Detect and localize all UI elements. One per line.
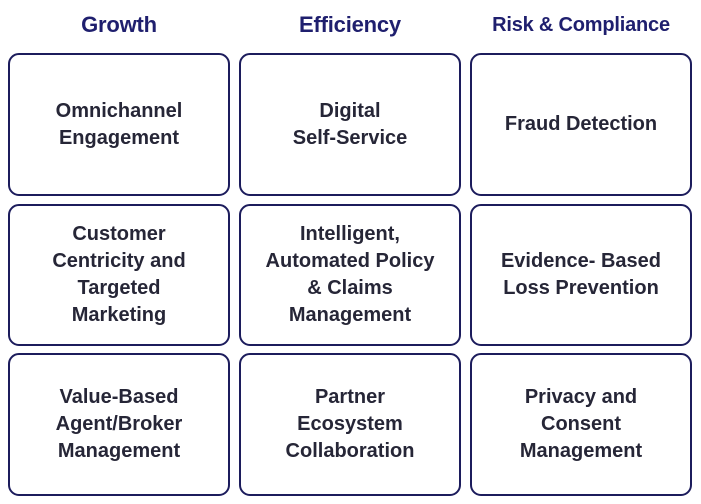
- card-label: Digital Self-Service: [292, 99, 408, 149]
- column-header-growth: Growth: [81, 12, 157, 37]
- column-header-efficiency: Efficiency: [299, 12, 401, 37]
- card-value-based-agent-broker: Value-Based Agent/Broker Management: [8, 353, 230, 496]
- column-header-risk-compliance: Risk & Compliance: [492, 13, 670, 36]
- card-label: Fraud Detection: [504, 113, 658, 135]
- card-customer-centricity: Customer Centricity and Targeted Marketi…: [8, 204, 230, 346]
- card-intelligent-automated-policy: Intelligent, Automated Policy & Claims M…: [239, 204, 461, 346]
- card-label: Customer Centricity and Targeted Marketi…: [52, 223, 186, 326]
- card-label: Intelligent, Automated Policy & Claims M…: [265, 223, 435, 326]
- card-privacy-consent: Privacy and Consent Management: [470, 353, 692, 496]
- card-label: Omnichannel Engagement: [55, 99, 183, 149]
- card-partner-ecosystem: Partner Ecosystem Collaboration: [239, 353, 461, 496]
- card-fraud-detection: Fraud Detection: [470, 53, 692, 196]
- card-omnichannel-engagement: Omnichannel Engagement: [8, 53, 230, 196]
- card-label: Partner Ecosystem Collaboration: [285, 386, 415, 462]
- card-label: Privacy and Consent Management: [519, 386, 643, 462]
- card-digital-self-service: Digital Self-Service: [239, 53, 461, 196]
- card-evidence-based-loss-prevention: Evidence- Based Loss Prevention: [470, 204, 692, 346]
- card-label: Evidence- Based Loss Prevention: [500, 250, 662, 299]
- card-label: Value-Based Agent/Broker Management: [55, 386, 183, 462]
